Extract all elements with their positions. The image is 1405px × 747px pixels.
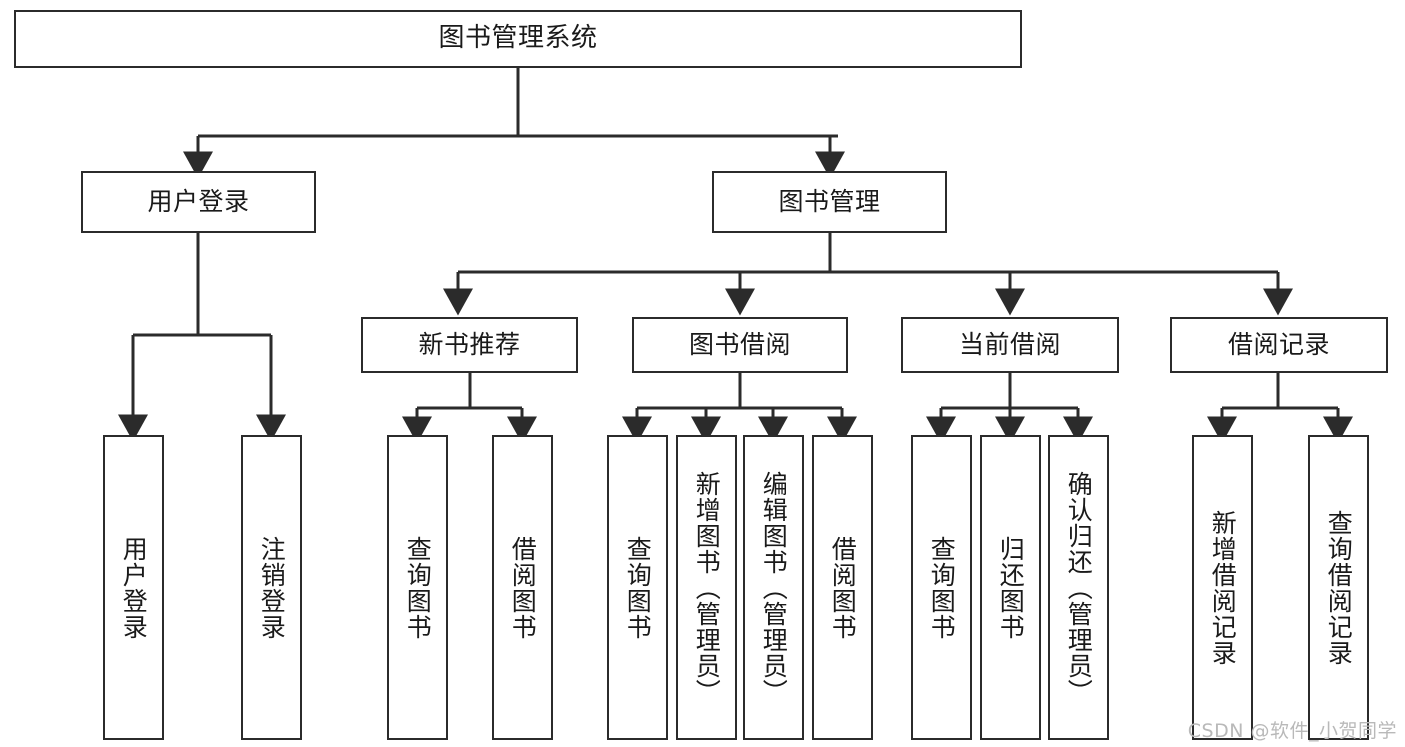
node-label: 新增图书（管理员） <box>692 470 722 705</box>
node-label: 图书管理 <box>778 186 881 216</box>
node-label: 查询图书 <box>623 535 653 640</box>
leaf-logout[interactable]: 注销登录 <box>241 435 302 740</box>
leaf-return-book[interactable]: 归还图书 <box>980 435 1041 740</box>
leaf-query-book-current[interactable]: 查询图书 <box>911 435 972 740</box>
leaf-borrow-book-new[interactable]: 借阅图书 <box>492 435 553 740</box>
node-user-login[interactable]: 用户登录 <box>81 171 316 233</box>
node-root-system[interactable]: 图书管理系统 <box>14 10 1022 68</box>
node-label: 用户登录 <box>119 535 149 640</box>
node-label: 用户登录 <box>147 186 250 216</box>
node-current-borrow[interactable]: 当前借阅 <box>901 317 1119 373</box>
node-book-management[interactable]: 图书管理 <box>712 171 947 233</box>
leaf-confirm-return-admin[interactable]: 确认归还（管理员） <box>1048 435 1109 740</box>
node-label: 新增借阅记录 <box>1208 509 1238 666</box>
leaf-query-borrow-record[interactable]: 查询借阅记录 <box>1308 435 1369 740</box>
node-label: 图书管理系统 <box>438 23 598 54</box>
leaf-query-book-borrow[interactable]: 查询图书 <box>607 435 668 740</box>
csdn-watermark: CSDN @软件_小贺同学 <box>1187 720 1397 742</box>
node-label: 图书借阅 <box>688 329 791 359</box>
leaf-user-login[interactable]: 用户登录 <box>103 435 164 740</box>
leaf-borrow-book[interactable]: 借阅图书 <box>812 435 873 740</box>
node-label: 确认归还（管理员） <box>1064 470 1094 705</box>
leaf-query-book-new[interactable]: 查询图书 <box>387 435 448 740</box>
node-label: 查询图书 <box>927 535 957 640</box>
node-label: 新书推荐 <box>418 329 521 359</box>
node-label: 借阅记录 <box>1227 329 1330 359</box>
leaf-add-book-admin[interactable]: 新增图书（管理员） <box>676 435 737 740</box>
node-label: 注销登录 <box>257 535 287 640</box>
node-label: 借阅图书 <box>828 535 858 640</box>
node-label: 当前借阅 <box>958 329 1061 359</box>
node-label: 查询图书 <box>403 535 433 640</box>
node-label: 查询借阅记录 <box>1324 509 1354 666</box>
node-borrow-record[interactable]: 借阅记录 <box>1170 317 1388 373</box>
node-label: 借阅图书 <box>508 535 538 640</box>
node-new-book-recommend[interactable]: 新书推荐 <box>361 317 578 373</box>
leaf-add-borrow-record[interactable]: 新增借阅记录 <box>1192 435 1253 740</box>
node-book-borrow[interactable]: 图书借阅 <box>632 317 848 373</box>
node-label: 编辑图书（管理员） <box>759 470 789 705</box>
leaf-edit-book-admin[interactable]: 编辑图书（管理员） <box>743 435 804 740</box>
node-label: 归还图书 <box>996 535 1026 640</box>
